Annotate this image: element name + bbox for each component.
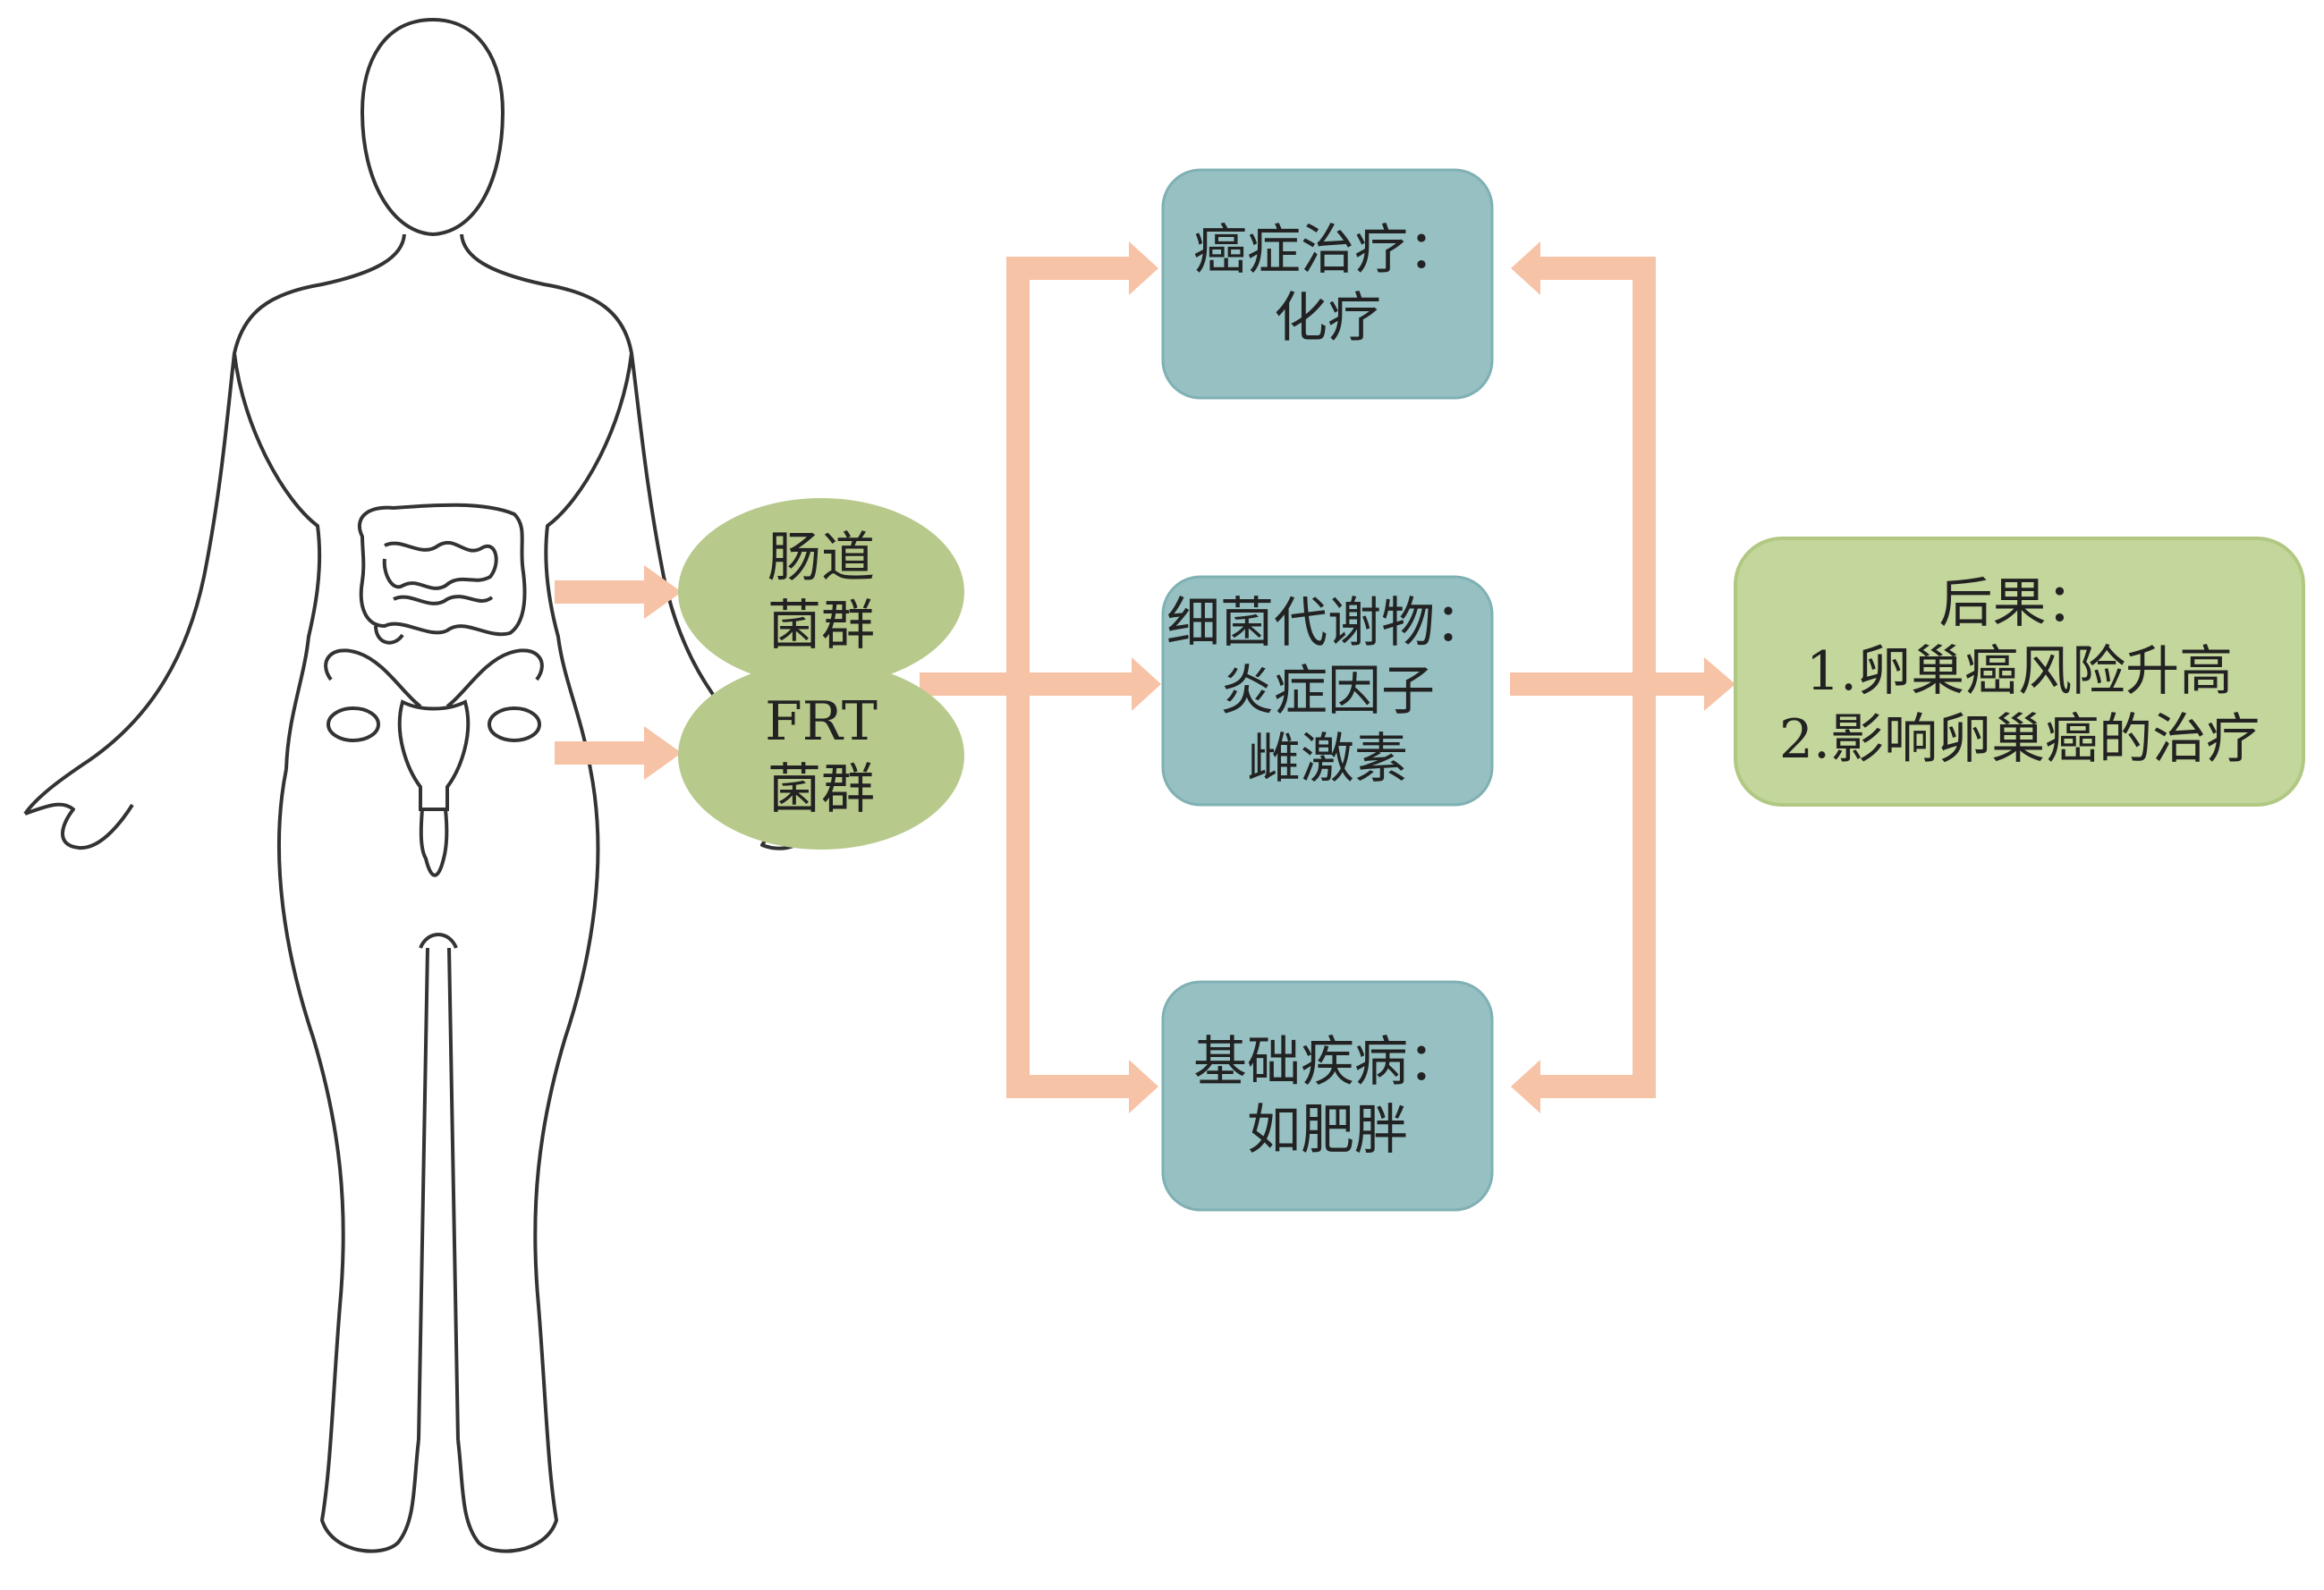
underlying-disease-box bbox=[1161, 980, 1494, 1212]
flow-arrows bbox=[555, 257, 1704, 1098]
arrow-heads bbox=[644, 241, 1735, 1113]
cancer-treatment-label: 癌症治疗： 化疗 bbox=[1193, 218, 1462, 350]
outcome-label: 后果： 1.卵巢癌风险升高 2.影响卵巢癌的治疗 bbox=[1778, 572, 2260, 771]
frt-microbiota-oval bbox=[678, 662, 964, 850]
cancer-treatment-box bbox=[1161, 168, 1494, 400]
intestine-icon bbox=[357, 503, 527, 645]
underlying-disease-label: 基础疾病： 如肥胖 bbox=[1193, 1030, 1462, 1162]
outcome-box bbox=[1734, 537, 2305, 807]
gut-microbiota-label: 肠道 菌群 bbox=[768, 527, 875, 657]
frt-microbiota-label: FRT 菌群 bbox=[765, 690, 878, 821]
uterus-icon bbox=[324, 648, 544, 877]
metabolites-box bbox=[1161, 575, 1494, 807]
metabolites-label: 细菌代谢物： 炎症因子 雌激素 bbox=[1166, 591, 1489, 791]
gut-microbiota-oval bbox=[678, 498, 964, 686]
female-body-outline-icon bbox=[23, 18, 811, 1553]
